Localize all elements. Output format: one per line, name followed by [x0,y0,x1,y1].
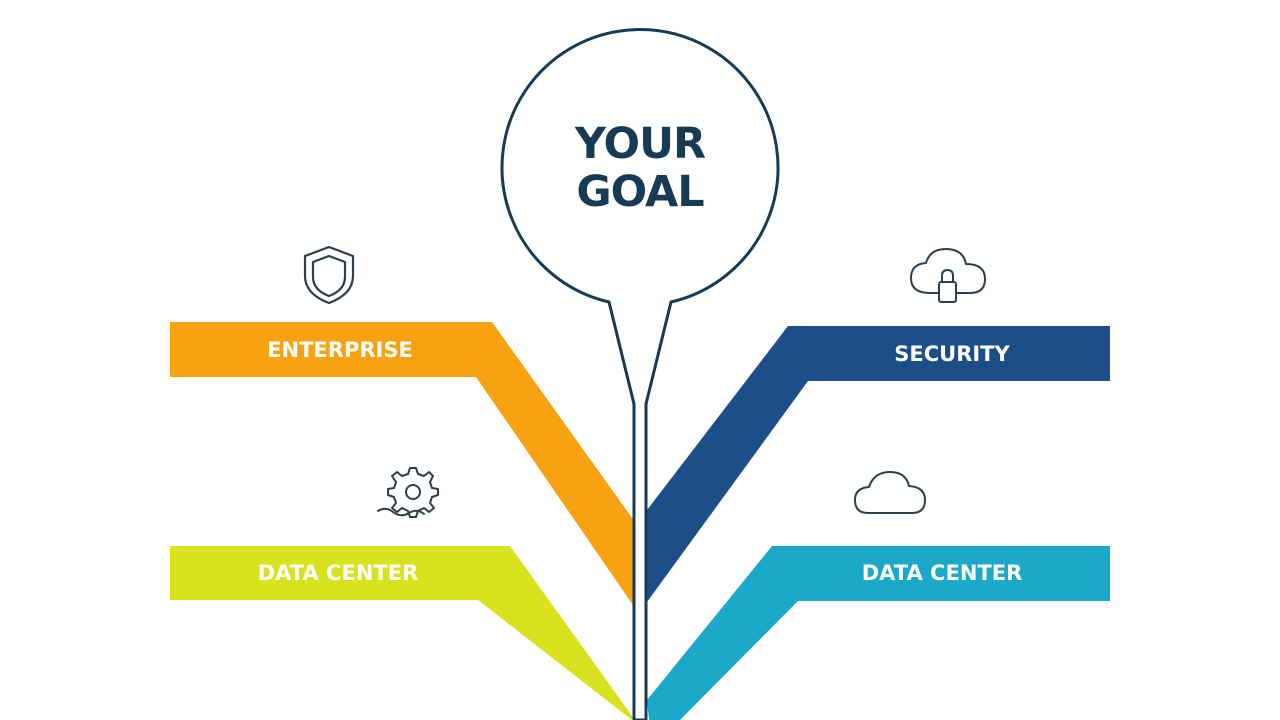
goal-title-line2: GOAL [576,167,704,217]
goal-title-line1: YOUR [574,119,706,169]
label-security: SECURITY [894,342,1010,366]
cloud-lock-icon [910,248,986,303]
band-enterprise [170,322,635,608]
goal-pin-outline [500,28,780,720]
label-data-center-left: DATA CENTER [258,561,418,585]
label-data-center-right: DATA CENTER [862,561,1022,585]
cloud-icon [854,471,926,514]
label-enterprise: ENTERPRISE [267,338,413,362]
band-security [647,326,1110,602]
band-data-center-left [170,546,635,720]
shield-icon [303,245,355,305]
band-data-center-right [647,546,1110,720]
gear-settings-icon [377,467,439,518]
